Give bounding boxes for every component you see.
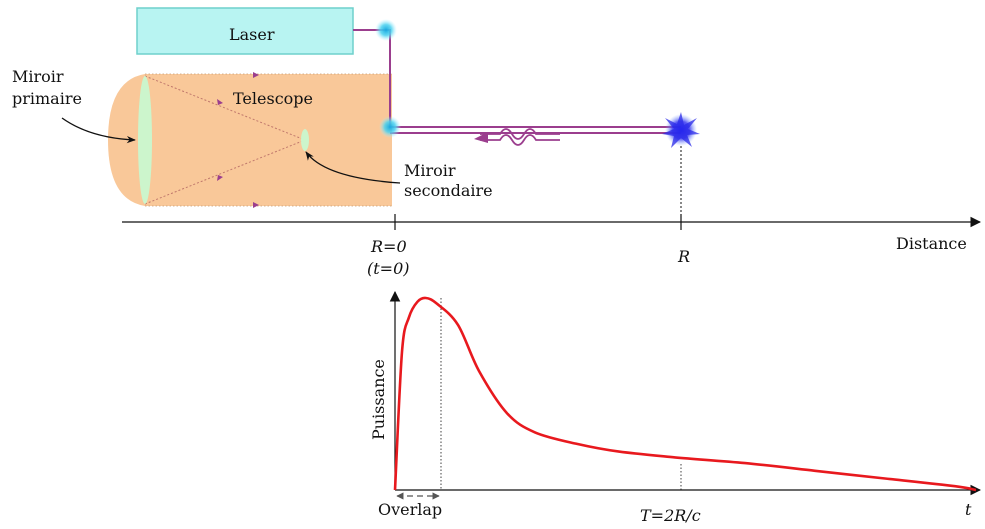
time-axis-label: t (965, 500, 972, 519)
laser-label: Laser (229, 25, 275, 44)
telescope-rays (144, 75, 306, 205)
laser-unit: Laser (136, 7, 354, 55)
distance-axis: R=0 (t=0) R Distance (122, 214, 982, 278)
svg-text:primaire: primaire (12, 89, 82, 108)
telescope-label: Telescope (233, 89, 313, 108)
top-reflector-glow (375, 19, 397, 41)
return-time-label: T=2R/c (640, 506, 701, 525)
r-target-label: R (677, 247, 690, 266)
svg-text:Miroir: Miroir (12, 67, 64, 86)
primary-mirror (138, 76, 152, 204)
primary-mirror-label: Miroir primaire (12, 67, 136, 144)
bottom-reflector-glow (379, 116, 401, 138)
secondary-mirror-label: Miroir secondaire (305, 151, 493, 200)
power-chart: Puissance Overlap T=2R/c t (369, 290, 982, 525)
overlap-label: Overlap (378, 500, 442, 519)
svg-text:Miroir: Miroir (404, 161, 456, 180)
power-axis-label: Puissance (369, 359, 388, 440)
scatter-target (662, 112, 700, 222)
t-zero-label: (t=0) (367, 259, 410, 278)
r-zero-label: R=0 (370, 237, 407, 256)
power-curve (393, 296, 977, 492)
laser-beam (353, 29, 681, 134)
telescope: Telescope (108, 72, 392, 208)
secondary-mirror (301, 129, 309, 151)
backscatter-return (474, 128, 560, 146)
distance-axis-label: Distance (896, 234, 967, 253)
telescope-ray-arrows (217, 72, 259, 208)
svg-text:secondaire: secondaire (404, 181, 493, 200)
